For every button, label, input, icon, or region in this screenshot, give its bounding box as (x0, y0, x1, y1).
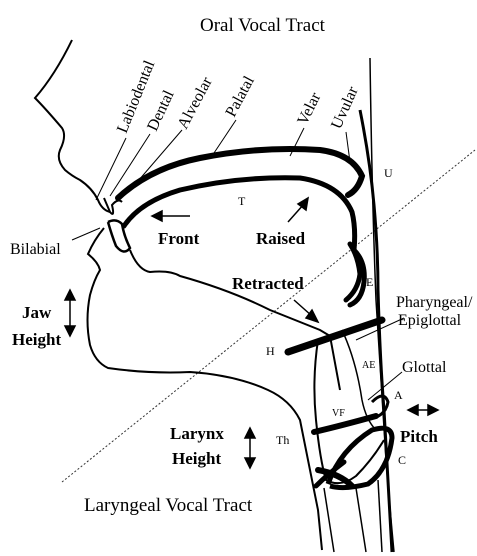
label-larynx-height: Height (172, 449, 221, 468)
label-dental: Dental (144, 87, 178, 133)
label-retracted: Retracted (232, 274, 304, 293)
letter-tongue: T (238, 194, 246, 208)
label-glottal: Glottal (402, 359, 447, 376)
trachea-line-1 (324, 488, 334, 552)
hyoid-bar (288, 320, 382, 352)
label-uvular: Uvular (328, 84, 362, 132)
letter-cricoid: C (398, 453, 406, 467)
label-palatal: Palatal (223, 73, 259, 120)
retracted-arrow-icon (294, 300, 318, 322)
letter-arytenoid: A (394, 388, 403, 402)
palate (118, 149, 362, 198)
letter-vocal-folds: VF (332, 408, 345, 419)
raised-arrow-icon (288, 198, 308, 222)
label-bilabial: Bilabial (10, 241, 61, 258)
trachea-line-3 (378, 480, 382, 552)
trachea-line-2 (356, 488, 366, 552)
label-epiglottal: Epiglottal (398, 312, 462, 329)
label-front: Front (158, 229, 200, 248)
labiodental-pointer (96, 138, 126, 200)
laryngeal-tract-title: Laryngeal Vocal Tract (84, 495, 253, 516)
pitch-arrow-icon (408, 405, 438, 415)
letter-uvula: U (384, 166, 393, 180)
letter-thyroid: Th (276, 433, 289, 447)
label-pharyngeal: Pharyngeal/ (396, 294, 473, 311)
label-jaw-height: Height (12, 330, 61, 349)
label-alveolar: Alveolar (175, 74, 217, 132)
label-jaw: Jaw (22, 303, 52, 322)
front-arrow-icon (152, 211, 190, 221)
tongue-root (130, 250, 340, 390)
label-velar: Velar (294, 89, 324, 127)
letter-aryepiglottic: AE (362, 360, 375, 371)
letter-epiglottis: E (366, 275, 373, 289)
letter-hyoid: H (266, 344, 275, 358)
jaw-height-arrow-icon (65, 290, 75, 336)
alveolar-pointer (132, 130, 182, 188)
vocal-folds (314, 416, 376, 432)
oral-tract-title: Oral Vocal Tract (200, 15, 326, 36)
face-profile-upper (35, 40, 110, 212)
larynx-height-arrow-icon (245, 428, 255, 468)
label-raised: Raised (256, 229, 306, 248)
label-larynx: Larynx (170, 424, 224, 443)
label-pitch: Pitch (400, 427, 438, 446)
